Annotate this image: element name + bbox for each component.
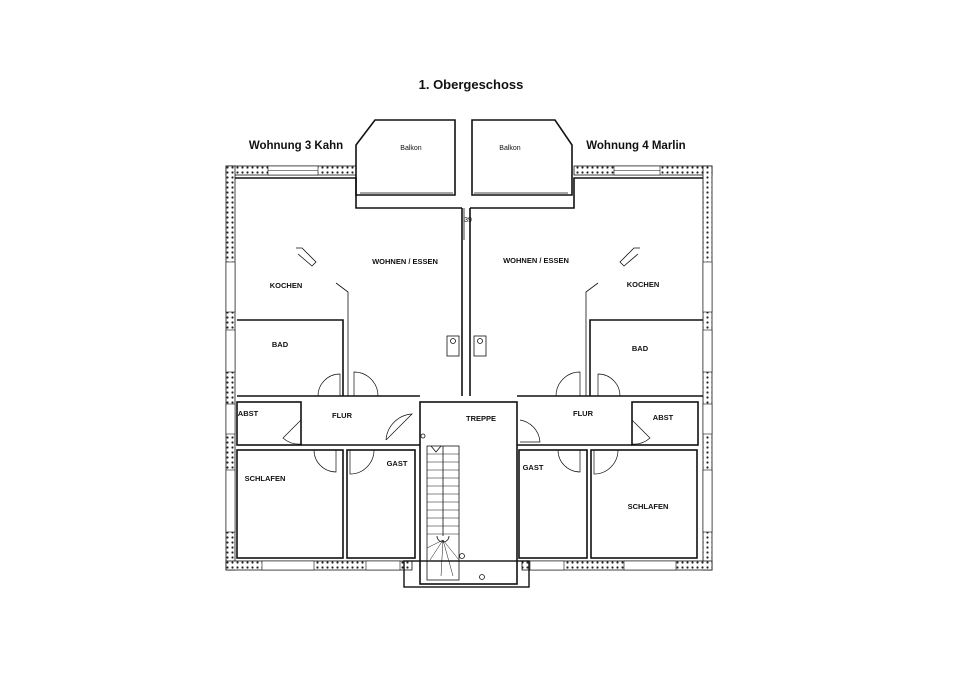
- interior-walls: [235, 177, 703, 585]
- balkon-left-label: Balkon: [400, 145, 422, 152]
- kochen-left-label: KOCHEN: [270, 281, 303, 290]
- treppe-label: TREPPE: [466, 414, 496, 423]
- balkon-right-label: Balkon: [499, 145, 521, 152]
- abst-left-label: ABST: [238, 409, 259, 418]
- bad-left-label: BAD: [272, 340, 289, 349]
- schlafen-right-label: SCHLAFEN: [628, 502, 669, 511]
- schlafen-left-label: SCHLAFEN: [245, 474, 286, 483]
- flur-right-label: FLUR: [573, 409, 594, 418]
- doors: [282, 371, 651, 475]
- balconies: Balkon Balkon: [355, 119, 573, 196]
- gast-left-label: GAST: [387, 459, 408, 468]
- exterior-walls: [225, 165, 713, 588]
- shaft-mark: 39: [464, 217, 472, 224]
- plan-title: 1. Obergeschoss: [419, 77, 524, 92]
- room-labels: WOHNEN / ESSEN WOHNEN / ESSEN KOCHEN KOC…: [238, 256, 674, 511]
- windows: [225, 165, 713, 571]
- wohnen-left-label: WOHNEN / ESSEN: [372, 257, 438, 266]
- unit-label-right: Wohnung 4 Marlin: [586, 140, 685, 152]
- bad-right-label: BAD: [632, 344, 649, 353]
- unit-label-left: Wohnung 3 Kahn: [249, 140, 343, 152]
- wohnen-right-label: WOHNEN / ESSEN: [503, 256, 569, 265]
- flur-left-label: FLUR: [332, 411, 353, 420]
- abst-right-label: ABST: [653, 413, 674, 422]
- gast-right-label: GAST: [523, 463, 544, 472]
- kochen-right-label: KOCHEN: [627, 280, 660, 289]
- staircase: [420, 433, 485, 581]
